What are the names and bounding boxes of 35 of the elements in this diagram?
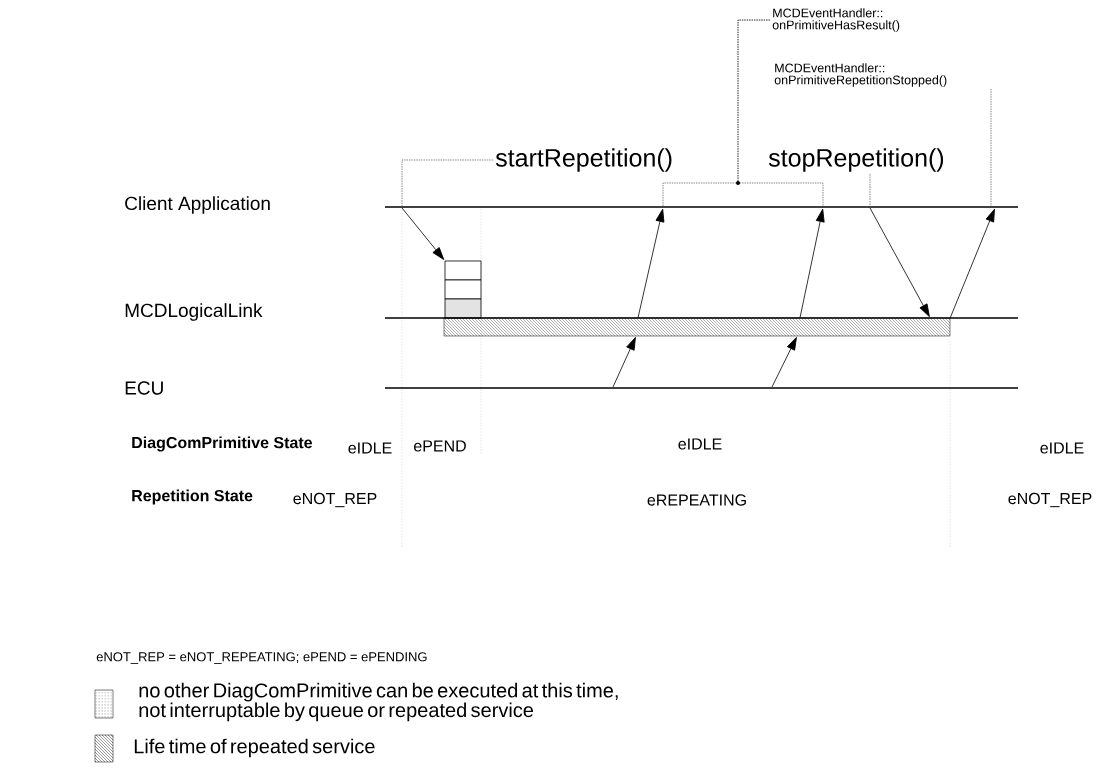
leader-line bbox=[737, 19, 824, 207]
arrow bbox=[949, 208, 995, 319]
state-label: eREPEATING bbox=[647, 494, 746, 506]
state-label: ePEND bbox=[414, 440, 466, 452]
queue-box bbox=[444, 260, 482, 281]
callout-text: MCDEventHandler:: onPrimitiveRepetitionStopped() bbox=[774, 63, 947, 87]
callout-text: stopRepetition() bbox=[768, 148, 944, 172]
state-label: eIDLE bbox=[348, 442, 392, 454]
arrow bbox=[401, 207, 445, 260]
queue-box bbox=[444, 298, 482, 319]
callout-text: startRepetition() bbox=[495, 148, 672, 172]
callout-text: MCDEventHandler:: onPrimitiveHasResult() bbox=[772, 8, 900, 32]
legend-text: Life time of repeated service bbox=[134, 738, 375, 758]
leader-line bbox=[401, 159, 494, 207]
arrow bbox=[771, 337, 797, 388]
lifeline-label: Client Application bbox=[125, 196, 270, 214]
legend-text: no other DiagComPrimitive can be executed at this time, not interruptable by queue or repeated service bbox=[139, 682, 618, 722]
arrow bbox=[612, 337, 636, 388]
lifeline-label: MCDLogicalLink bbox=[125, 303, 263, 321]
hatched-bar bbox=[443, 317, 951, 337]
leader-line bbox=[990, 88, 992, 207]
lifeline bbox=[385, 387, 1018, 389]
leader-line bbox=[869, 173, 871, 207]
arrow bbox=[637, 208, 665, 319]
state-label: eIDLE bbox=[678, 438, 722, 450]
state-label: eIDLE bbox=[1040, 442, 1084, 454]
footnote: eNOT_REP = eNOT_REPEATING; ePEND = ePENDING bbox=[96, 652, 427, 664]
state-label: eNOT_REP bbox=[1008, 492, 1092, 508]
arrow bbox=[799, 208, 825, 319]
arrow bbox=[869, 207, 930, 317]
lifeline-label: ECU bbox=[125, 381, 163, 395]
queue-box bbox=[444, 279, 482, 300]
row-heading: DiagComPrimitive State bbox=[132, 436, 312, 452]
state-label: eNOT_REP bbox=[293, 492, 377, 508]
row-heading: Repetition State bbox=[132, 489, 253, 505]
